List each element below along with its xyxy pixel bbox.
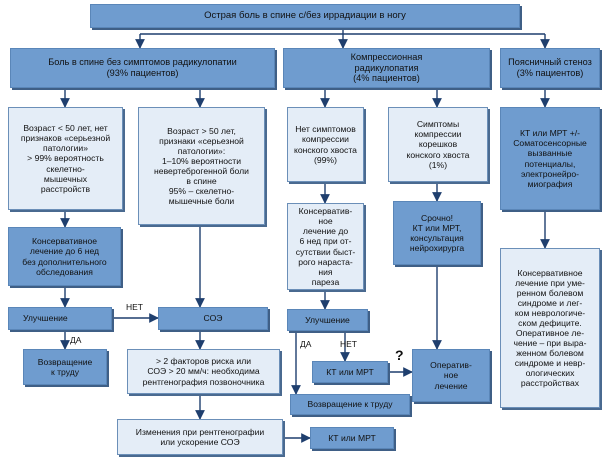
label-no-left: НЕТ bbox=[126, 302, 143, 312]
node-conservative-stenosis: Консервативное лечение при уме- ренном б… bbox=[500, 248, 600, 408]
node-return-left: Возвращение к труду bbox=[23, 349, 107, 385]
node-compress-radic: Компрессионная радикулопатия (4% пациент… bbox=[283, 48, 490, 88]
node-return-mid: Возвращение к труду bbox=[290, 394, 410, 415]
node-changes: Изменения при рентгенографии или ускорен… bbox=[117, 419, 283, 455]
node-ct-mri-bottom: КТ или МРТ bbox=[310, 427, 394, 449]
node-age-gt50: Возраст > 50 лет, признаки «серьезной па… bbox=[138, 107, 265, 225]
node-operative: Оператив- ное лечение bbox=[412, 349, 490, 402]
node-conservative-6w-b: Консерватив- ное лечение до 6 нед при от… bbox=[287, 203, 364, 290]
label-no-mid: НЕТ bbox=[340, 339, 357, 349]
node-back-no-radic: Боль в спине без симптомов радикулопатии… bbox=[10, 48, 275, 88]
node-soe: СОЭ bbox=[158, 307, 268, 330]
node-cauda-symptoms: Симптомы компрессии корешков конского хв… bbox=[388, 107, 488, 182]
node-age-lt50: Возраст < 50 лет, нет признаков «серьезн… bbox=[8, 107, 123, 210]
label-yes-mid: ДА bbox=[300, 339, 312, 349]
node-improvement-mid: Улучшение bbox=[287, 309, 368, 331]
label-question: ? bbox=[395, 347, 404, 363]
node-ct-mri-mid: КТ или МРТ bbox=[312, 361, 388, 383]
node-urgent: Срочно! КТ или МРТ, консультация нейрохи… bbox=[393, 201, 481, 265]
node-no-cauda: Нет симптомов компрессии конского хвоста… bbox=[287, 107, 364, 182]
node-conservative-6w: Консервативное лечение до 6 нед без допо… bbox=[8, 227, 121, 286]
node-risk: > 2 факторов риска или СОЭ > 20 мм/ч: не… bbox=[127, 349, 280, 394]
node-improvement-left: Улучшение bbox=[8, 307, 112, 330]
node-top: Острая боль в спине с/без иррадиации в н… bbox=[90, 4, 520, 28]
label-yes-left: ДА bbox=[70, 335, 82, 345]
node-ct-mri-sep: КТ или МРТ +/- Соматосенсорные вызванные… bbox=[500, 107, 600, 210]
node-lumbar-stenosis: Поясничный стеноз (3% пациентов) bbox=[500, 48, 600, 88]
